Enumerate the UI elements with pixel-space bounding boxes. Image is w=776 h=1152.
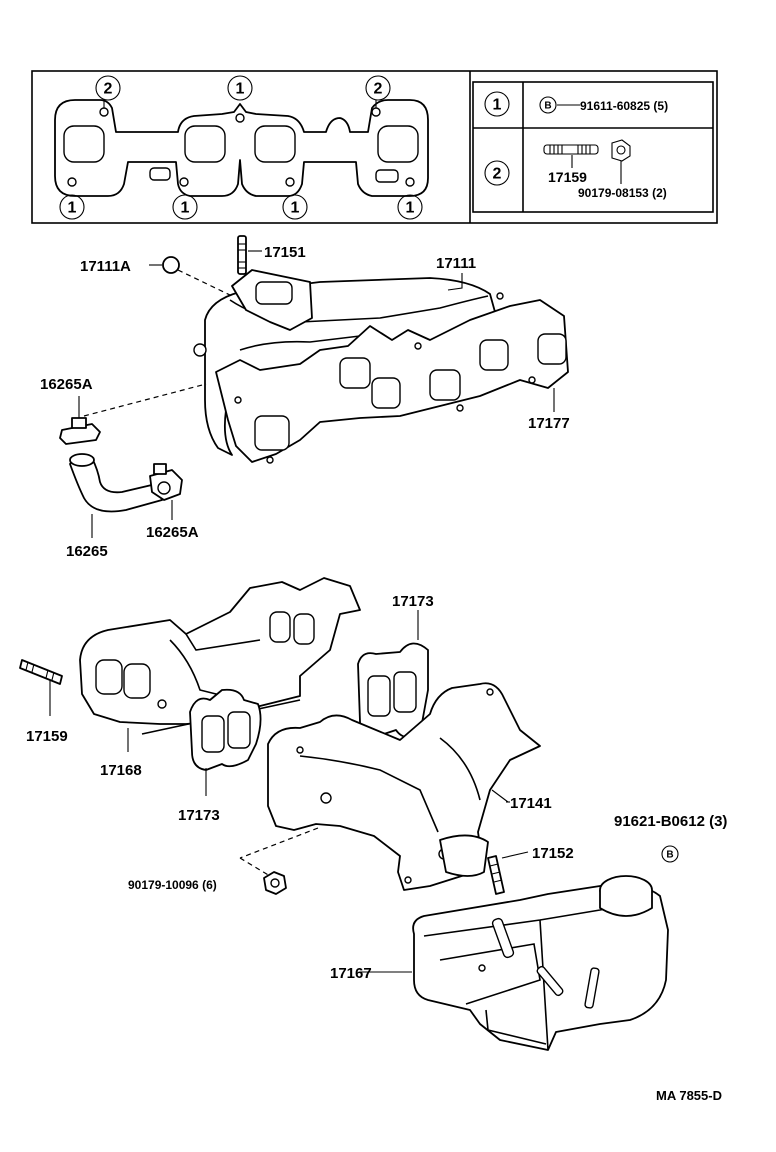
- svg-text:17159: 17159: [26, 728, 68, 745]
- stud-17151: 17151: [237, 235, 306, 275]
- intake-manifold: [193, 269, 569, 464]
- svg-text:16265A: 16265A: [146, 524, 199, 541]
- svg-text:17168: 17168: [100, 762, 142, 779]
- label-17168: 17168: [100, 728, 142, 779]
- nut-90179: 90179-10096 (6): [128, 827, 319, 895]
- heat-insulator-17167: 17167: [330, 875, 669, 1051]
- svg-text:2: 2: [104, 81, 113, 98]
- svg-text:2: 2: [493, 166, 502, 183]
- hose-assembly: 16265A 16265 16265A: [40, 376, 207, 560]
- gasket-17173-bottom: 17173: [178, 688, 262, 824]
- gasket-marker-1-c: 1: [282, 194, 308, 220]
- svg-text:1: 1: [291, 200, 300, 217]
- svg-text:B: B: [544, 101, 551, 112]
- bolt-symbol-icon: [539, 96, 557, 114]
- exhaust-manifold-17168: [79, 577, 361, 735]
- legend-part-91611: 91611-60825 (5): [580, 99, 668, 113]
- gasket-17173-top: 17173: [357, 593, 434, 739]
- bolt-symbol-icon: [661, 845, 679, 863]
- svg-text:16265A: 16265A: [40, 376, 93, 393]
- svg-text:17111: 17111: [436, 255, 476, 272]
- gasket-marker-2-right: 2: [365, 75, 391, 108]
- stud-17152: 17152: [487, 845, 574, 895]
- gasket-panel: [31, 70, 718, 224]
- manifold-gasket: [54, 99, 429, 197]
- svg-text:17151: 17151: [264, 244, 306, 261]
- svg-text:90179-10096 (6): 90179-10096 (6): [128, 878, 217, 892]
- legend-nut-90179: 90179-08153 (2): [578, 186, 667, 200]
- gasket-marker-1-b: 1: [172, 194, 198, 220]
- gasket-marker-1-d: 1: [397, 194, 423, 220]
- svg-text:17173: 17173: [178, 807, 220, 824]
- legend-row-1: 1 B 91611-60825 (5): [484, 91, 668, 117]
- gasket-marker-2-left: 2: [95, 75, 121, 108]
- svg-text:16265: 16265: [66, 543, 108, 560]
- svg-text:1: 1: [236, 81, 245, 98]
- svg-text:17152: 17152: [532, 845, 574, 862]
- legend-table: [472, 81, 714, 213]
- clamp-16265A-bottom: [149, 463, 183, 501]
- svg-text:17173: 17173: [392, 593, 434, 610]
- svg-text:17167: 17167: [330, 965, 372, 982]
- clamp-16265A-top: [59, 417, 101, 445]
- stud-icon: [543, 144, 599, 155]
- svg-text:1: 1: [406, 200, 415, 217]
- legend-stud-17159: 17159: [548, 169, 587, 185]
- svg-text:1: 1: [181, 200, 190, 217]
- svg-text:1: 1: [68, 200, 77, 217]
- gasket-marker-1-a: 1: [59, 194, 85, 220]
- svg-text:17141: 17141: [510, 795, 552, 812]
- gasket-marker-1-top: 1: [227, 75, 253, 101]
- bolt-91621: 91621-B0612 (3) B: [614, 813, 727, 863]
- exhaust-manifold-17141: 17141: [267, 682, 552, 891]
- svg-text:91621-B0612 (3): 91621-B0612 (3): [614, 813, 727, 830]
- legend-row-2: 2 17159 90179-08153 (2): [484, 139, 667, 200]
- plug-17111A: 17111A: [80, 256, 233, 297]
- svg-text:17177: 17177: [528, 415, 570, 432]
- diagram-code: MA 7855-D: [656, 1088, 722, 1103]
- label-17177: 17177: [528, 388, 570, 432]
- svg-text:1: 1: [493, 97, 502, 114]
- svg-text:2: 2: [374, 81, 383, 98]
- svg-text:B: B: [666, 850, 673, 861]
- stud-17159: 17159: [19, 659, 68, 745]
- svg-text:17111A: 17111A: [80, 258, 131, 275]
- label-17111: 17111: [436, 255, 476, 291]
- nut-icon: [611, 139, 631, 162]
